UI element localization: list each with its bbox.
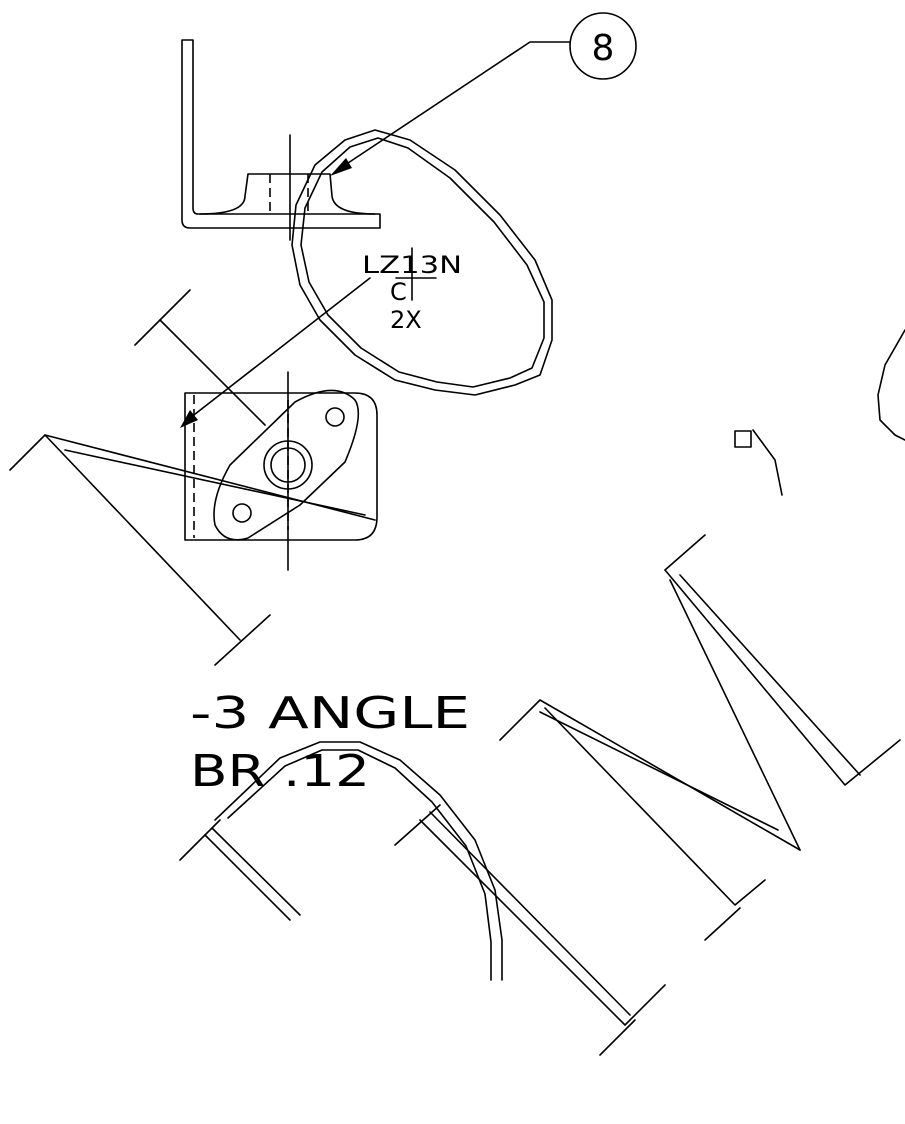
watermark-outline <box>9 289 901 1056</box>
part-label: -3 ANGLE BR .12 <box>190 688 470 797</box>
angle-side-view <box>181 39 381 241</box>
callout-number: 8 <box>592 28 615 69</box>
note-line2: C <box>390 278 407 306</box>
angle-plan-view <box>184 371 378 571</box>
leader-arrowhead <box>330 158 352 176</box>
detail-circle <box>291 129 553 396</box>
small-mark <box>734 429 783 496</box>
note-block: LZ13N C 2X <box>180 247 462 428</box>
note-line3: 2X <box>390 306 422 334</box>
part-label-line1: -3 ANGLE <box>190 688 470 739</box>
edge-curve <box>877 329 905 441</box>
callout-balloon: 8 <box>330 12 637 176</box>
note-leader-arrowhead <box>180 410 198 428</box>
